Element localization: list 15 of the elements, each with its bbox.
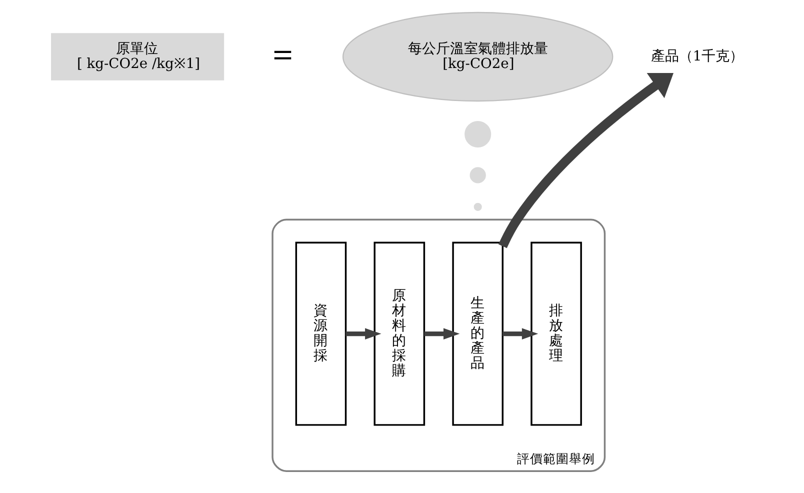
node-circle — [470, 167, 486, 184]
node-ellipse: 每公斤溫室氣體排放量 [kg-CO2e] — [342, 12, 614, 102]
node-box: 原單位 [ kg-CO2e /kg※1] — [51, 33, 224, 80]
node-box: 資源開採 — [295, 242, 347, 426]
arrow — [424, 328, 460, 340]
arrow — [502, 328, 538, 340]
node-circle — [474, 202, 482, 211]
node-box: 排放處理 — [530, 242, 582, 426]
node-box: 原材料的採購 — [374, 242, 426, 426]
node-circle — [464, 120, 492, 148]
arrow — [498, 72, 674, 248]
arrow — [346, 328, 382, 340]
node-box: 生產的產品 — [452, 242, 504, 426]
label: ＝ — [266, 34, 299, 73]
node-text: 產品（1千克） — [650, 48, 744, 64]
